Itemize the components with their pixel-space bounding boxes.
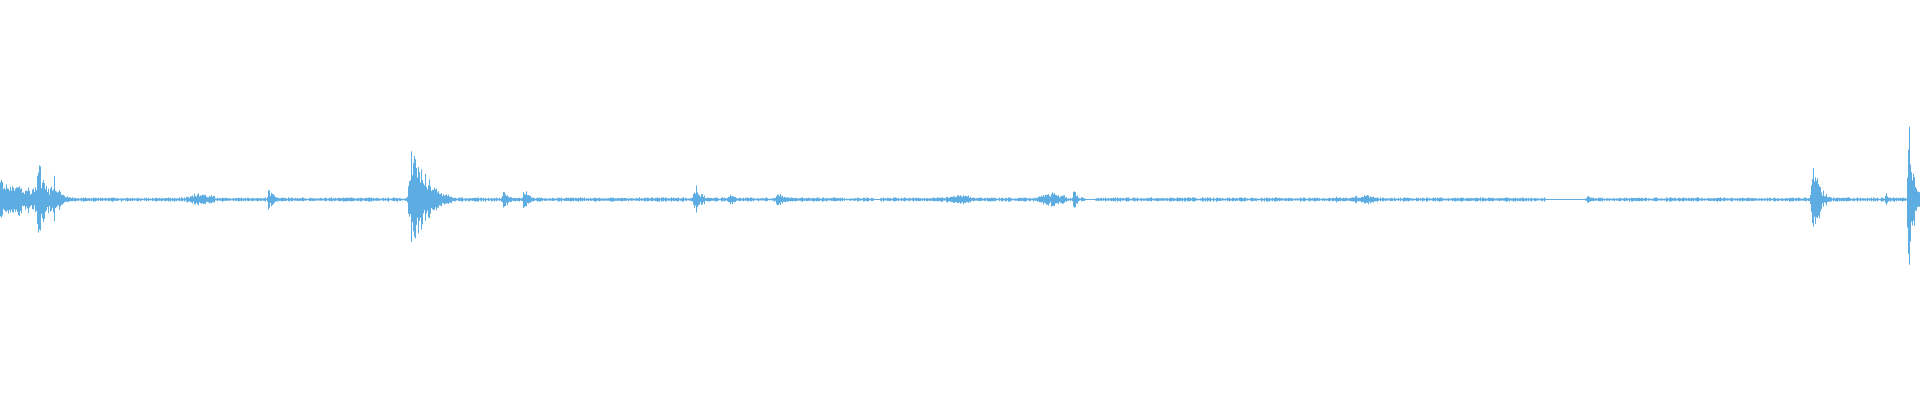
waveform-path [0,126,1920,265]
waveform-samples [0,126,1920,265]
